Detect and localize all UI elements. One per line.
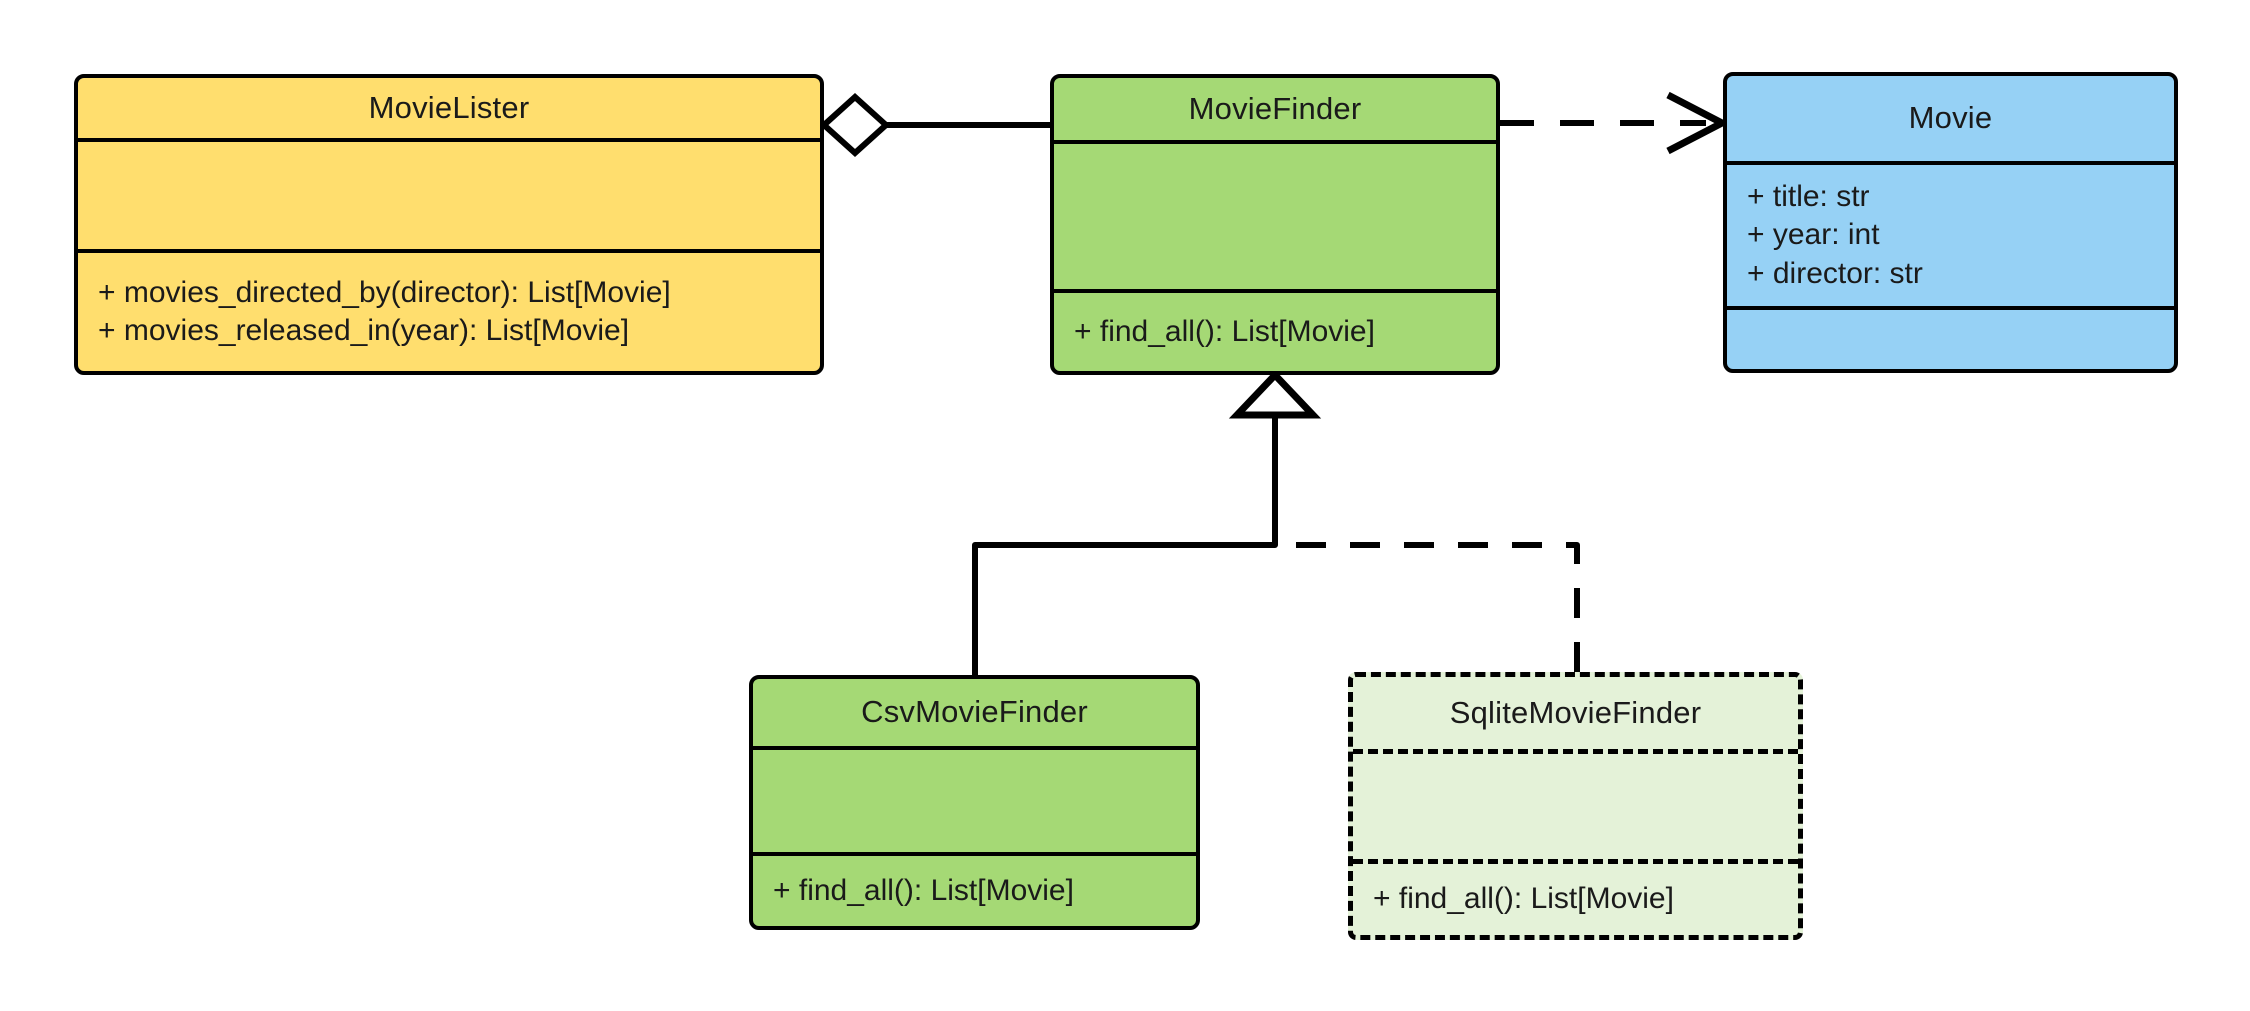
class-box-sqlite-movie-finder[interactable]: SqliteMovieFinder + find_all(): List[Mov… [1348,672,1803,940]
method-list: + find_all(): List[Movie] [1353,880,1798,918]
method-item: + movies_released_in(year): List[Movie] [98,314,630,347]
class-methods-compartment: + find_all(): List[Movie] [1054,289,1496,371]
attribute-item: + year: int [1747,218,1880,252]
attribute-item: + title: str [1747,179,1870,213]
class-title-compartment: SqliteMovieFinder [1353,677,1798,749]
class-methods-compartment: + find_all(): List[Movie] [753,852,1196,926]
attribute-item: + director: str [1747,256,1923,290]
class-attributes-compartment [78,138,820,249]
class-methods-compartment: + find_all(): List[Movie] [1353,859,1798,935]
class-name-movie: Movie [1908,100,1993,136]
class-name-csv-movie-finder: CsvMovieFinder [861,694,1088,730]
class-attributes-compartment [753,746,1196,852]
class-methods-compartment [1727,306,2174,369]
class-name-sqlite-movie-finder: SqliteMovieFinder [1449,694,1702,730]
method-list: + movies_directed_by(director): List[Mov… [78,274,820,351]
class-attributes-compartment [1054,140,1496,289]
generalization-line-sqlite [1277,542,1580,672]
class-attributes-compartment: + title: str + year: int + director: str [1727,161,2174,306]
hollow-triangle-icon [1228,369,1322,419]
method-list: + find_all(): List[Movie] [753,872,1196,910]
class-methods-compartment: + movies_directed_by(director): List[Mov… [78,249,820,371]
class-name-movie-lister: MovieLister [368,89,530,125]
edge-dependency-finder-movie[interactable] [1500,91,1730,155]
class-title-compartment: MovieLister [78,78,820,138]
hollow-diamond-icon [819,92,891,158]
class-attributes-compartment [1353,749,1798,859]
open-arrow-icon [1666,91,1730,155]
method-list: + find_all(): List[Movie] [1054,313,1496,351]
class-box-movie[interactable]: Movie + title: str + year: int + directo… [1723,72,2178,373]
edge-aggregation-lister-finder[interactable] [819,92,1050,158]
class-box-movie-lister[interactable]: MovieLister + movies_directed_by(directo… [74,74,824,375]
class-box-movie-finder[interactable]: MovieFinder + find_all(): List[Movie] [1050,74,1500,375]
edge-generalization-csv-finder[interactable] [972,369,1322,675]
class-title-compartment: MovieFinder [1054,78,1496,140]
class-box-csv-movie-finder[interactable]: CsvMovieFinder + find_all(): List[Movie] [749,675,1200,930]
method-item: + movies_directed_by(director): List[Mov… [98,275,671,309]
method-item: + find_all(): List[Movie] [773,873,1074,907]
class-title-compartment: CsvMovieFinder [753,679,1196,746]
edge-generalization-sqlite-finder[interactable] [1277,542,1580,672]
generalization-line-csv [972,413,1278,675]
method-item: + find_all(): List[Movie] [1074,314,1375,348]
attribute-list: + title: str + year: int + director: str [1727,178,2174,293]
class-title-compartment: Movie [1727,76,2174,161]
method-item: + find_all(): List[Movie] [1373,882,1674,916]
class-name-movie-finder: MovieFinder [1188,90,1362,126]
